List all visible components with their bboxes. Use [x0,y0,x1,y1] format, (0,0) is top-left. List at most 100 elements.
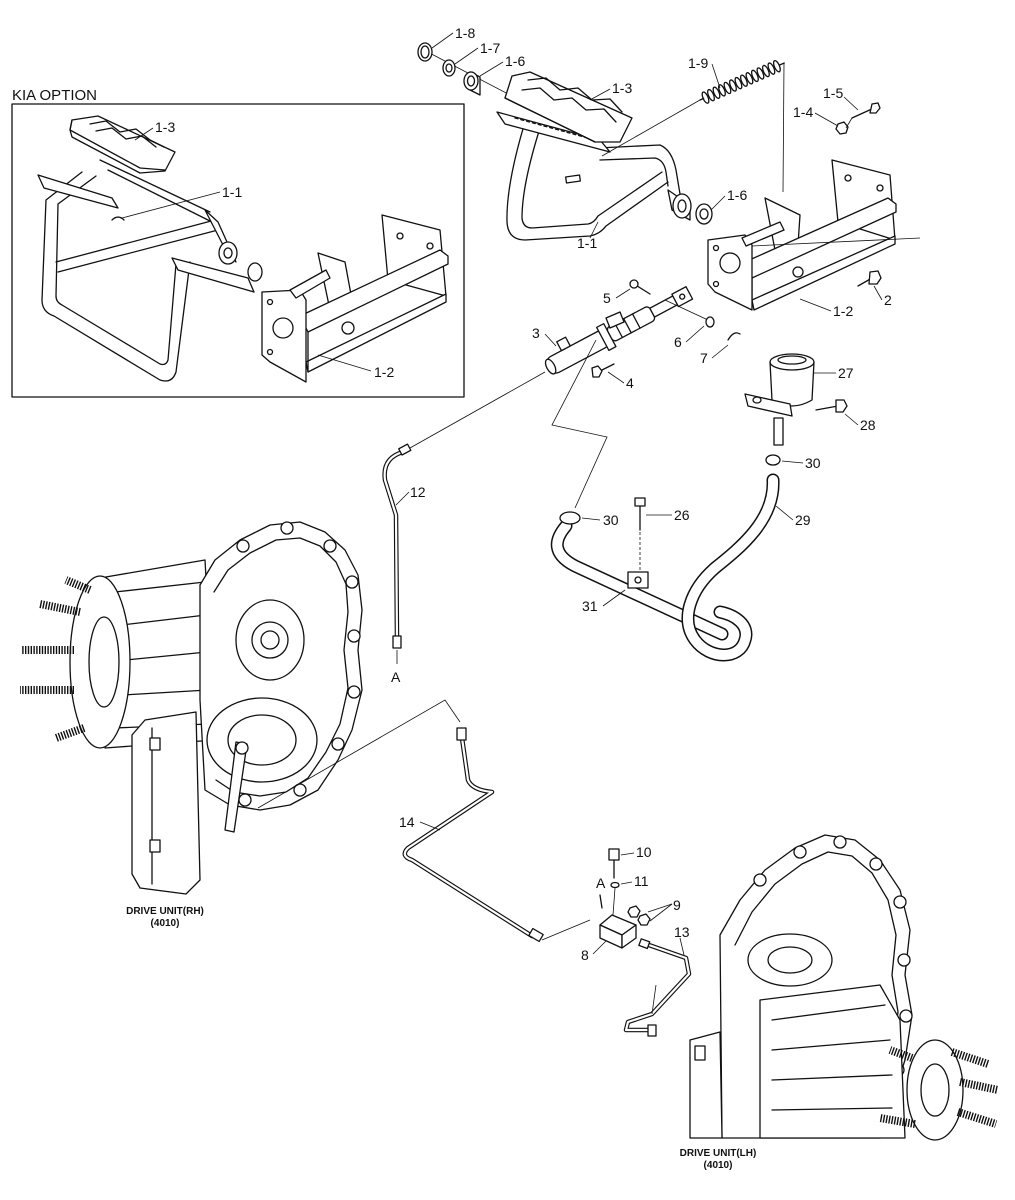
kia-arm-plate-left [37,174,119,209]
master-to-hose-line [551,339,608,509]
leader-13 [679,937,685,956]
rh-hub-fin [125,651,208,661]
bracket-beam-bottom [751,235,896,311]
kia-bracket-beam-bottom [305,293,447,373]
bolt-28-head [835,399,848,413]
pedal-pad-tread-2 [521,87,617,123]
bolt-10-axis [612,887,616,916]
junction-block-group: 10 A 11 9 8 [581,844,681,963]
callout-27: 27 [838,365,854,381]
leader-5 [615,288,631,299]
pipe-12-group: 12 A [382,371,546,685]
kia-pad-tread [89,120,165,148]
rh-brake-bowl-inner [227,714,297,766]
callout-11: 11 [634,873,649,889]
callout-14: 14 [399,814,415,830]
pedal-arm-outer [506,121,669,241]
rh-hub-fin [122,689,209,696]
callout-1-1: 1-1 [577,235,597,251]
callout-1-5: 1-5 [823,85,843,101]
callout-1-2: 1-2 [833,303,853,319]
spring-coil [756,67,765,80]
pedal-arm-link-bottom [599,157,669,187]
rh-flange-boss [238,793,252,807]
kia-arm-hook [111,216,125,221]
callout-1-8: 1-8 [455,25,475,41]
pedal-pad [504,71,633,143]
rh-flange-boss [236,539,250,553]
kia-back-plate-hole-1 [396,232,404,240]
lh-motor-body [759,984,906,1139]
pipe-13-fitting-top [638,938,651,950]
spring-coil [707,88,715,102]
lh-flange-boss [753,873,767,887]
bracket-projection-line [751,237,921,247]
pedal-arm-plate [496,111,611,153]
master-cylinder-ear [605,311,625,329]
callout-28: 28 [860,417,876,433]
bracket-back-hole-2 [876,184,884,192]
bracket-front-bolt-1 [712,244,720,252]
callout-9: 9 [673,897,681,913]
pin-axis-line [664,299,709,321]
leader-7 [711,344,729,359]
lh-gear-cover [747,933,833,987]
callout-1-9: 1-9 [688,55,708,71]
spring-coil [772,60,781,73]
reservoir-bracket-hole [752,396,762,404]
callout-30-left: 30 [603,512,619,528]
leader-30-left [581,517,601,521]
lh-motor-fin [771,1039,891,1051]
pedal-pad-edge [504,97,596,143]
leader-1-1 [589,221,599,239]
callout-29: 29 [795,512,811,528]
master-cylinder-port [556,336,571,352]
kia-arm-link-top [99,159,211,213]
lh-wheel-stud [956,1108,998,1128]
callout-8: 8 [581,947,589,963]
lh-motor-fin [771,1004,886,1021]
drive-unit-rh-code: (4010) [151,918,180,929]
callout-5: 5 [603,290,611,306]
kia-back-plate-hole-2 [426,242,434,250]
leader-29 [775,505,794,521]
rh-flange-boss [347,685,361,699]
kia-bracket-shaft [289,269,331,299]
leader-9-b [649,903,673,922]
kia-option-title: KIA OPTION [12,87,97,104]
lh-motor-fin [771,1074,893,1081]
rh-flange-boss [280,521,294,535]
rh-brake-bowl [206,697,318,783]
lh-flange-boss [833,835,847,849]
ring-1-8-bore [420,45,430,59]
bracket-front-bolt-2 [712,280,720,288]
rh-hub-center [88,616,120,708]
callout-13: 13 [674,924,690,940]
rh-flange-boss [345,575,359,589]
pipe-14-to-block-line [541,919,591,941]
callout-1-6-right: 1-6 [727,187,747,203]
reservoir-group: 27 28 [744,353,876,446]
washer-1-7-bore [445,63,453,73]
rh-housing-flange-inner [213,537,349,797]
callout-a-top: A [391,669,401,685]
lh-wheel-stud [888,1046,914,1062]
leader-3 [544,333,557,347]
washer-6 [705,316,715,328]
kia-front-plate-bolt-2 [266,348,274,356]
leader-12 [395,491,410,506]
bracket-shaft [741,221,785,247]
rh-wheel-stud [39,600,81,616]
lh-wheel-stud [879,1114,916,1128]
kia-arm-plate-right [171,257,255,293]
kia-leader-1-1 [121,191,221,219]
callout-6: 6 [674,334,682,350]
leader-1-6-left [479,61,504,77]
leader-31 [602,589,626,607]
leader-8 [592,940,607,955]
leader-1-8 [431,32,454,49]
callout-1-4: 1-4 [793,104,813,120]
leader-10 [620,852,635,856]
kia-arm-link-bottom [107,169,213,223]
bolt-26-head [634,497,646,507]
